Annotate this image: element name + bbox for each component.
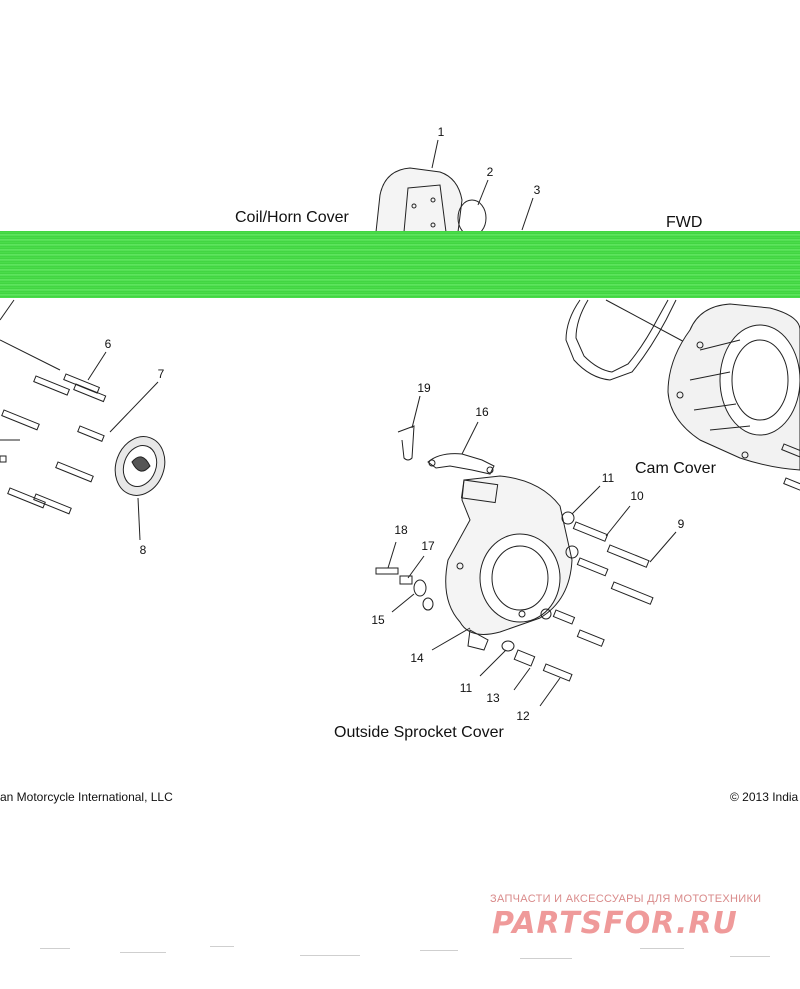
cam-cover-label: Cam Cover <box>635 460 716 477</box>
coil-horn-cover-part <box>375 167 463 233</box>
callout-7: 7 <box>158 367 165 381</box>
callout-17: 17 <box>421 539 435 553</box>
outside-sprocket-cover-part <box>445 475 573 651</box>
watermark-tagline: ЗАПЧАСТИ И АКСЕССУАРЫ ДЛЯ МОТОТЕХНИКИ <box>490 893 762 905</box>
emblem-part-8 <box>114 436 166 496</box>
bracket-part-16 <box>427 453 495 475</box>
callout-1: 1 <box>438 125 445 139</box>
callout-11-upper: 11 <box>602 471 615 485</box>
callout-18: 18 <box>394 523 408 537</box>
cam-cover-gasket <box>565 299 677 381</box>
green-overlay-band <box>0 231 800 298</box>
callout-6: 6 <box>105 337 112 351</box>
callout-3: 3 <box>534 183 541 197</box>
callout-15: 15 <box>371 613 385 627</box>
watermark-logo: PARTSFOR.RU <box>492 906 738 941</box>
outside-sprocket-cover-label: Outside Sprocket Cover <box>334 724 504 741</box>
callout-12: 12 <box>516 709 530 723</box>
copyright-right: © 2013 India <box>730 790 799 804</box>
fwd-label: FWD <box>666 214 703 231</box>
callout-14: 14 <box>410 651 424 665</box>
cam-cover-part <box>667 303 800 471</box>
coil-horn-cover-label: Coil/Horn Cover <box>235 209 349 226</box>
callout-11-lower: 11 <box>460 681 473 695</box>
clip-part-19 <box>397 425 415 461</box>
callout-19: 19 <box>417 381 431 395</box>
callout-16: 16 <box>475 405 489 419</box>
bolts-part-6 <box>0 373 107 515</box>
callout-9: 9 <box>678 517 685 531</box>
screw-part-18 <box>375 567 399 575</box>
dowel-part-17 <box>399 575 413 585</box>
callout-2: 2 <box>487 165 494 179</box>
spacer-part-15 <box>413 579 427 597</box>
copyright-left: an Motorcycle International, LLC <box>0 790 173 804</box>
callout-13: 13 <box>486 691 500 705</box>
callout-8: 8 <box>140 543 147 557</box>
callout-10: 10 <box>630 489 644 503</box>
